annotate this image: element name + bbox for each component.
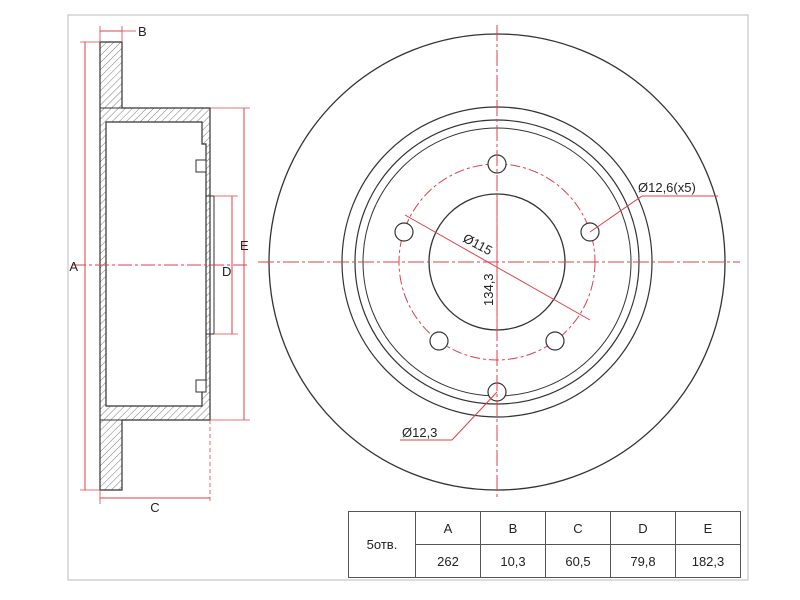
table-row: 262 10,3 60,5 79,8 182,3 bbox=[349, 544, 741, 578]
header-a: A bbox=[415, 511, 481, 545]
table-row: 5отв. A B C D E bbox=[348, 511, 741, 578]
row-label-cell: 5отв. bbox=[348, 511, 416, 578]
header-c: C bbox=[545, 511, 611, 545]
hole-diameter-label: Ø12,6(x5) bbox=[638, 180, 696, 195]
label-d: D bbox=[222, 264, 231, 279]
value-a: 262 bbox=[415, 544, 481, 578]
value-e: 182,3 bbox=[675, 544, 741, 578]
pcd-label: Ø115 bbox=[461, 230, 495, 258]
value-d: 79,8 bbox=[610, 544, 676, 578]
front-view: Ø12,6(x5) Ø115 134,3 Ø12,3 bbox=[258, 25, 740, 500]
label-e: E bbox=[240, 238, 249, 253]
pcd-dimension-line bbox=[404, 214, 591, 321]
label-b: B bbox=[138, 24, 147, 39]
bolt-hole bbox=[429, 331, 449, 351]
value-b: 10,3 bbox=[480, 544, 546, 578]
side-view: A B C D E bbox=[69, 24, 250, 515]
disc-section bbox=[99, 41, 211, 491]
notch-bottom bbox=[195, 379, 207, 393]
value-c: 60,5 bbox=[545, 544, 611, 578]
bore-height-label: 134,3 bbox=[481, 273, 496, 306]
center-hole-leader bbox=[451, 391, 498, 441]
bolt-hole bbox=[545, 331, 565, 351]
header-e: E bbox=[675, 511, 741, 545]
center-hole-label: Ø12,3 bbox=[402, 425, 437, 440]
notch-top bbox=[195, 159, 207, 173]
bolt-hole bbox=[394, 222, 414, 242]
spec-table: 5отв. A B C D E 262 10,3 60,5 79,8 182,3 bbox=[348, 511, 741, 578]
hole-leader bbox=[589, 195, 643, 233]
drawing-frame bbox=[67, 14, 749, 581]
header-d: D bbox=[610, 511, 676, 545]
label-c: C bbox=[150, 500, 159, 515]
header-b: B bbox=[480, 511, 546, 545]
label-a: A bbox=[69, 259, 78, 274]
